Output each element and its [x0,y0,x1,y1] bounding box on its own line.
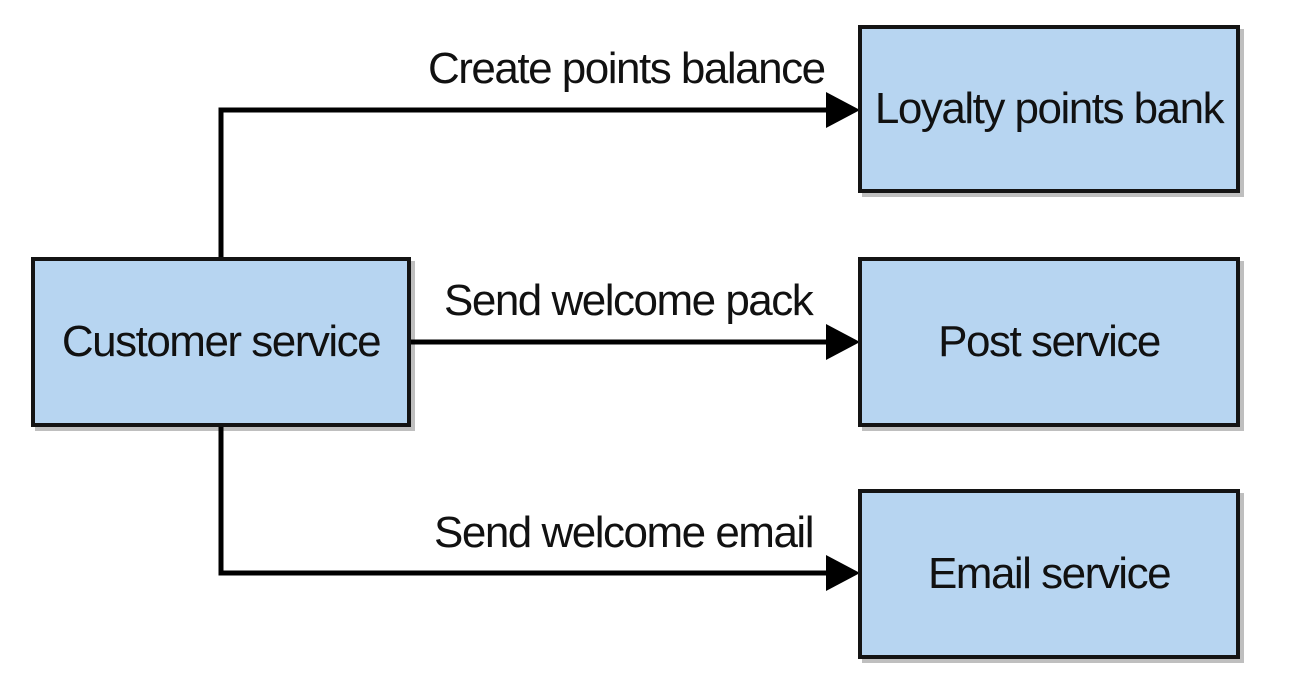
connector-welcome-email [218,427,828,576]
customer-service-label: Customer service [61,317,382,366]
email-service-box: Email service [858,489,1240,659]
arrowhead-welcome-pack [826,324,860,360]
customer-service-box: Customer service [31,257,411,427]
loyalty-points-bank-box: Loyalty points bank [858,25,1240,193]
create-points-balance-label: Create points balance [428,44,826,93]
arrowhead-create-points [826,92,860,128]
send-welcome-email-label: Send welcome email [434,508,814,557]
loyalty-points-bank-label: Loyalty points bank [874,84,1225,133]
email-service-label: Email service [927,549,1172,598]
post-service-label: Post service [938,317,1161,366]
arrowhead-welcome-email [826,555,860,591]
post-service-box: Post service [858,257,1240,427]
send-welcome-pack-label: Send welcome pack [444,276,814,325]
connector-create-points [218,107,828,257]
